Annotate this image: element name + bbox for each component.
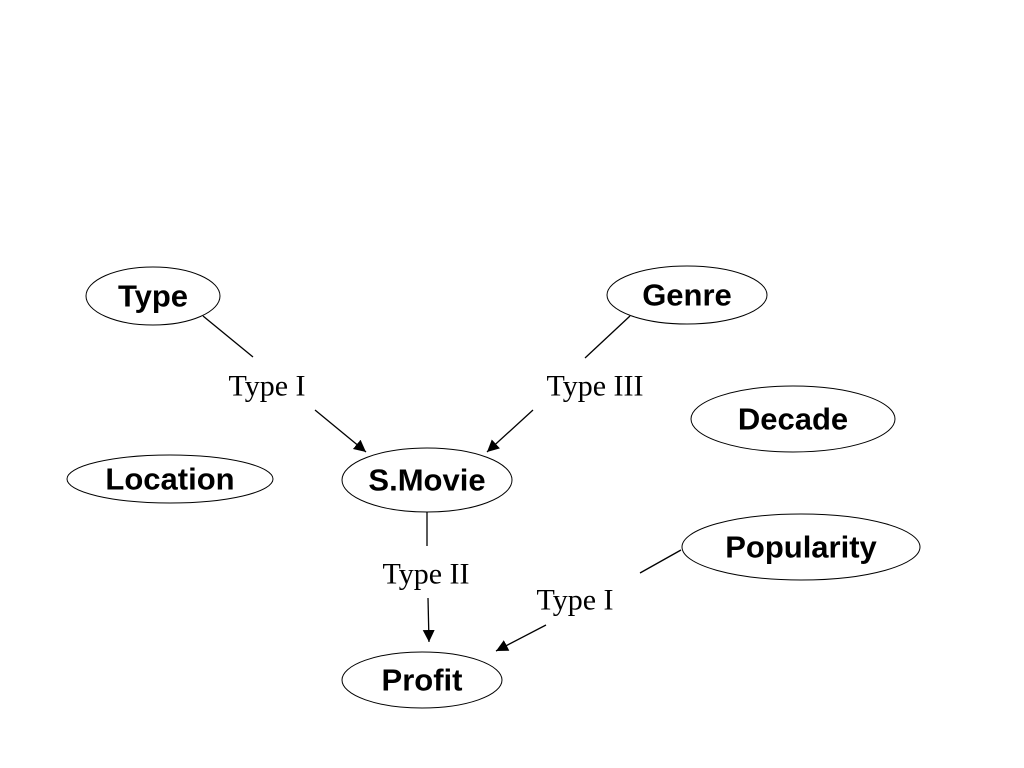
edge-label-popularity-to-profit: Type I [536,584,613,617]
edge-arrow-segment [486,409,534,453]
node-smovie: S.Movie [341,447,513,513]
edge-arrow-segment [422,597,435,643]
node-genre-ellipse [606,265,768,325]
edge-type-to-smovie: Type I [202,315,367,453]
edge-arrow-segment [314,409,367,453]
node-profit-ellipse [341,651,503,709]
edge-label-type-to-smovie: Type I [228,370,305,403]
node-smovie-ellipse [341,447,513,513]
node-type-label: Type [118,279,188,314]
node-popularity-label: Popularity [725,530,877,565]
edge-label-genre-to-smovie: Type III [546,370,643,403]
edge-label-smovie-to-profit: Type II [382,558,469,591]
node-profit-label: Profit [382,663,463,698]
node-decade-ellipse [690,385,896,453]
node-location-ellipse [66,454,274,504]
edge-line-segment [584,315,631,359]
edge-smovie-to-profit: Type II [382,512,470,643]
node-genre-label: Genre [642,278,732,313]
edge-line-segment [639,549,682,574]
edge-arrow-segment [495,624,547,652]
node-genre: Genre [606,265,768,325]
edge-line-segment [202,315,254,358]
node-decade-label: Decade [738,402,848,437]
node-location-label: Location [105,462,234,497]
node-type: Type [85,266,221,326]
node-location: Location [66,454,274,504]
edge-genre-to-smovie: Type III [486,315,644,453]
node-smovie-label: S.Movie [368,463,485,498]
edge-popularity-to-profit: Type I [495,549,682,652]
node-popularity-ellipse [681,513,921,581]
node-profit: Profit [341,651,503,709]
node-decade: Decade [690,385,896,453]
node-popularity: Popularity [681,513,921,581]
node-type-ellipse [85,266,221,326]
